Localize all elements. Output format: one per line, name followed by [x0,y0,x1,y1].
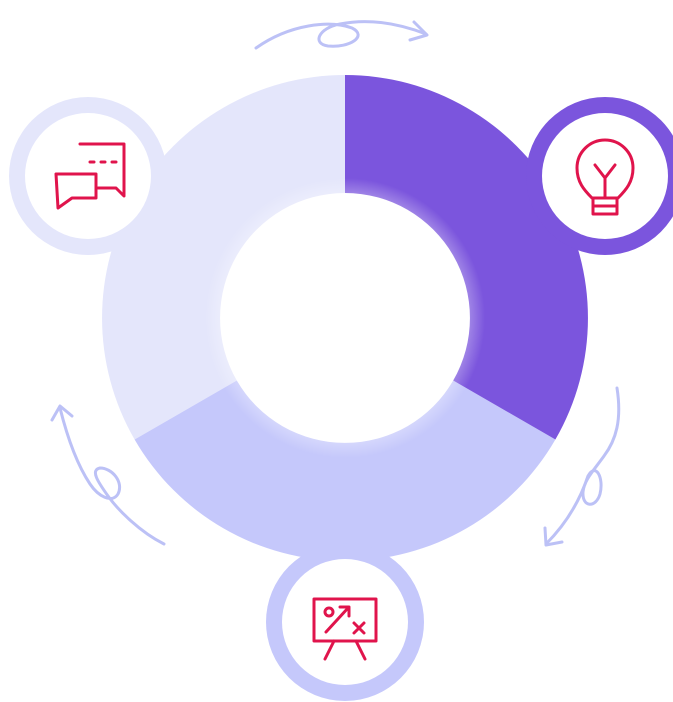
presentation-board-icon [312,597,378,661]
strategy-segment [134,380,556,561]
lightbulb-node [526,97,673,255]
curly-arrow-icon [50,404,166,546]
chat-bubbles-icon [54,142,126,210]
curly-arrow-icon [254,20,429,50]
chat-node [9,97,167,255]
donut-ring [102,75,588,561]
curly-arrow-icon [543,386,621,547]
lightbulb-icon [575,138,635,216]
donut-hole [233,206,457,430]
presentation-node [266,543,424,701]
